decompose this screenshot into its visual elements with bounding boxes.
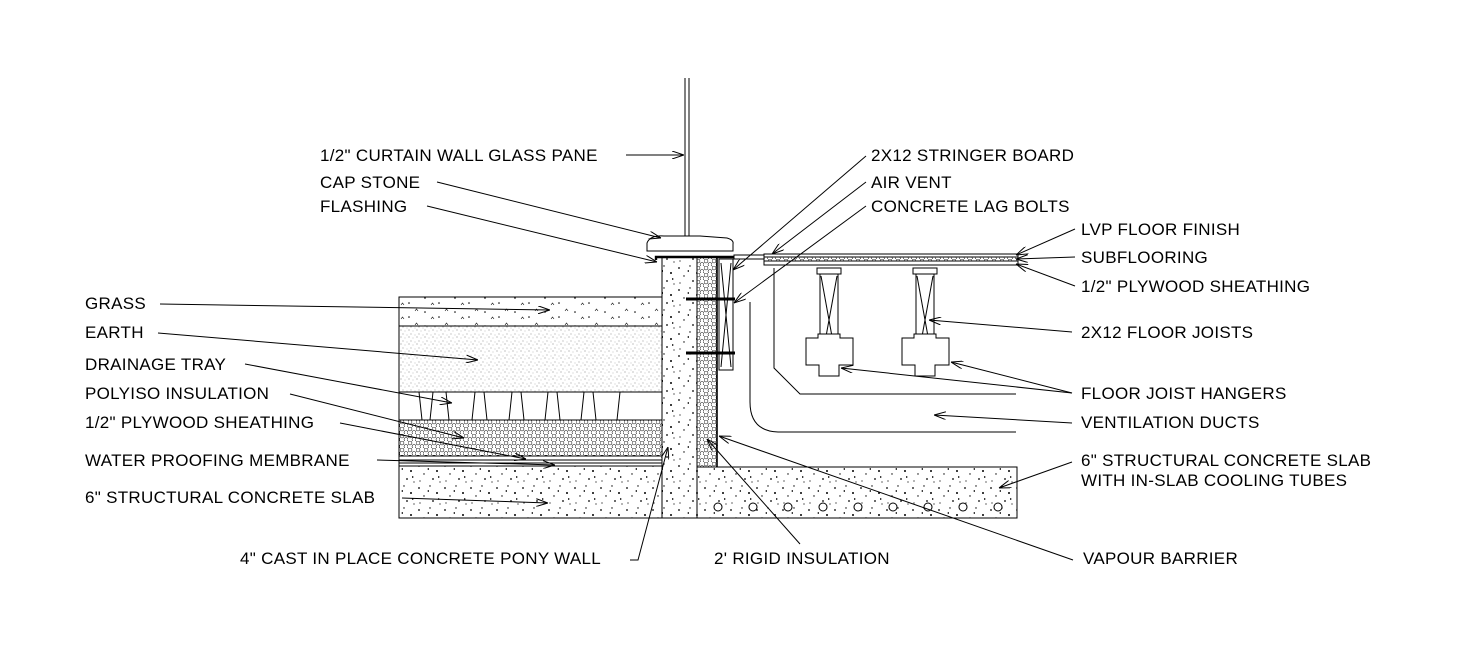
subflooring	[763, 256, 1019, 262]
label-stringer: 2X12 STRINGER BOARD	[871, 146, 1075, 165]
label-ventilation: VENTILATION DUCTS	[1081, 413, 1260, 432]
leader-grass	[159, 303, 550, 310]
leader-pony-wall	[630, 447, 668, 561]
leader-flashing	[426, 205, 657, 262]
leader-vapour-barrier	[719, 436, 1074, 561]
label-flashing: FLASHING	[320, 197, 408, 216]
leader-cap-stone	[436, 181, 661, 238]
section-layers	[398, 78, 1019, 519]
leader-air-vent	[772, 181, 867, 254]
polyiso-insulation	[398, 419, 663, 457]
leader-lines	[157, 155, 1076, 561]
label-floor-joists: 2X12 FLOOR JOISTS	[1081, 323, 1254, 342]
pony-wall	[661, 256, 698, 519]
label-slab-right-line2: WITH IN-SLAB COOLING TUBES	[1081, 471, 1348, 490]
label-drainage-tray: DRAINAGE TRAY	[85, 355, 227, 374]
leader-stringer	[733, 155, 867, 270]
ventilation-duct-outer	[749, 302, 1016, 433]
label-pony-wall: 4" CAST IN PLACE CONCRETE PONY WALL	[240, 549, 602, 568]
leader-earth	[157, 332, 478, 360]
label-joist-hangers: FLOOR JOIST HANGERS	[1081, 384, 1287, 403]
label-polyiso: POLYISO INSULATION	[85, 384, 270, 403]
label-slab-left: 6" STRUCTURAL CONCRETE SLAB	[85, 488, 376, 507]
leader-rigid-insulation	[707, 439, 801, 545]
plywood-sheathing-left	[398, 455, 663, 461]
leader-slab-right	[999, 461, 1073, 488]
drainage-tray	[398, 391, 663, 421]
label-waterproofing: WATER PROOFING MEMBRANE	[85, 451, 350, 470]
floor-joist-1	[805, 267, 854, 377]
label-cap-stone: CAP STONE	[320, 173, 421, 192]
leader-waterproofing	[376, 459, 555, 465]
leader-hanger-2	[951, 362, 1073, 394]
ventilation-duct-inner	[773, 268, 1016, 395]
structural-slab-left	[398, 465, 663, 519]
label-plywood-right: 1/2" PLYWOOD SHEATHING	[1081, 277, 1311, 296]
leader-ventilation	[934, 415, 1073, 424]
earth-layer	[398, 325, 663, 393]
label-lvp: LVP FLOOR FINISH	[1081, 220, 1241, 239]
air-vent	[733, 254, 765, 260]
cooling-tubes	[713, 502, 1003, 512]
leader-hanger-1	[841, 368, 1073, 394]
label-slab-right-line1: 6" STRUCTURAL CONCRETE SLAB	[1081, 451, 1372, 470]
label-earth: EARTH	[85, 323, 144, 342]
grass-layer	[398, 296, 663, 327]
floor-joist-2	[901, 267, 950, 377]
label-lag-bolts: CONCRETE LAG BOLTS	[871, 197, 1070, 216]
label-grass: GRASS	[85, 294, 147, 313]
leader-plywood-right	[1016, 264, 1076, 287]
leader-polyiso	[289, 393, 464, 438]
label-vapour-barrier: VAPOUR BARRIER	[1083, 549, 1239, 568]
label-subflooring: SUBFLOORING	[1081, 248, 1209, 267]
leader-floor-joists	[929, 320, 1073, 333]
leader-plywood-left	[339, 422, 526, 459]
label-glass-pane: 1/2" CURTAIN WALL GLASS PANE	[320, 146, 598, 165]
leader-slab-left	[401, 497, 548, 503]
leader-subflooring	[1016, 257, 1076, 259]
label-air-vent: AIR VENT	[871, 173, 952, 192]
label-plywood-left: 1/2" PLYWOOD SHEATHING	[85, 413, 315, 432]
plywood-sheathing-right	[763, 260, 1019, 266]
leader-lag-bolts	[734, 205, 867, 303]
leader-lvp	[1016, 228, 1076, 255]
label-rigid-insulation: 2' RIGID INSULATION	[714, 549, 890, 568]
rigid-insulation	[696, 256, 718, 468]
leader-drainage	[244, 363, 452, 403]
